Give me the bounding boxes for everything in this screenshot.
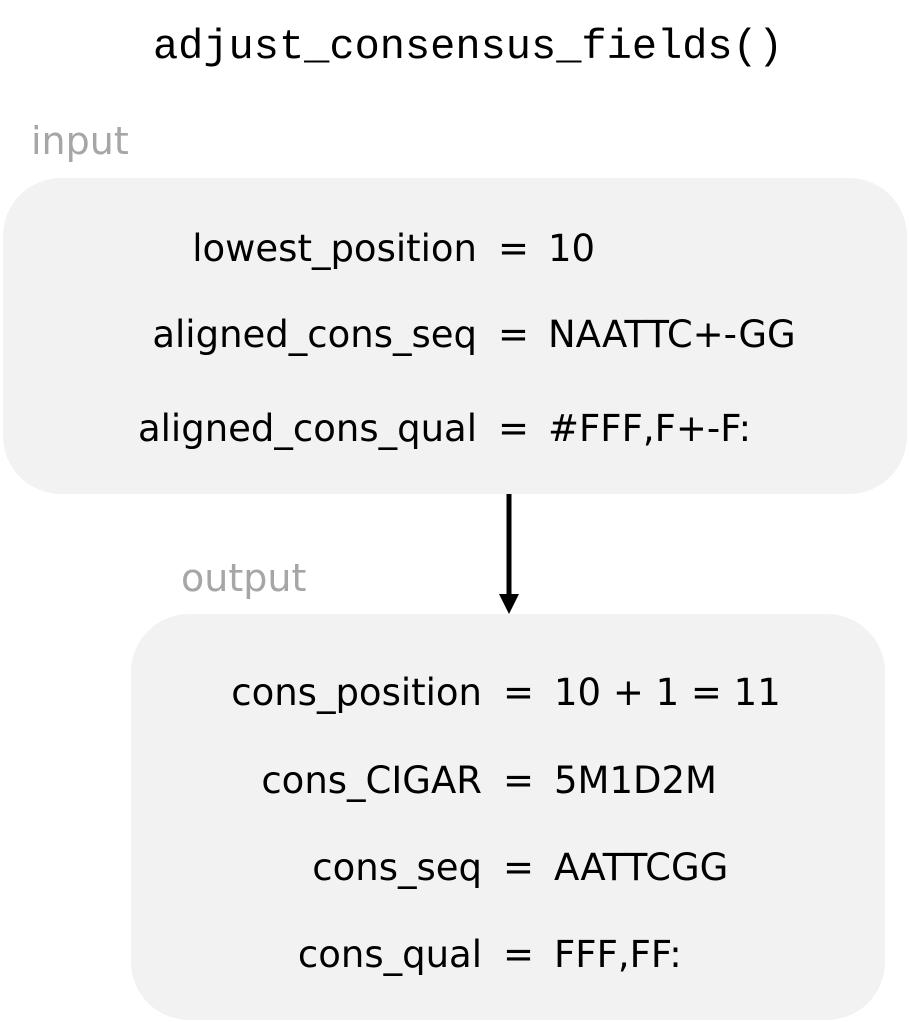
- field-name: cons_seq: [312, 846, 482, 889]
- arrow-head: [499, 594, 519, 614]
- equals-sign: =: [503, 846, 535, 889]
- field-value: 10: [548, 227, 596, 270]
- input-panel: lowest_position = 10 aligned_cons_seq = …: [3, 178, 907, 494]
- flow-arrow: [499, 494, 519, 614]
- function-title: adjust_consensus_fields(): [152, 23, 784, 71]
- field-value: NAATTC+-GG: [548, 313, 796, 356]
- input-row-lowest-position: lowest_position = 10: [3, 224, 907, 274]
- equals-sign: =: [503, 671, 535, 714]
- field-name: cons_qual: [297, 933, 482, 976]
- equals-sign: =: [498, 227, 530, 270]
- output-section-label: output: [181, 556, 307, 600]
- equals-sign: =: [503, 933, 535, 976]
- input-section-label: input: [31, 119, 129, 163]
- input-row-aligned-cons-seq: aligned_cons_seq = NAATTC+-GG: [3, 310, 907, 360]
- field-value: FFF,FF:: [554, 933, 682, 976]
- equals-sign: =: [498, 407, 530, 450]
- field-value: 5M1D2M: [554, 759, 717, 802]
- field-value: AATTCGG: [554, 846, 729, 889]
- output-row-cons-qual: cons_qual = FFF,FF:: [131, 930, 885, 980]
- field-value: #FFF,F+-F:: [548, 407, 752, 450]
- output-row-cons-cigar: cons_CIGAR = 5M1D2M: [131, 756, 885, 806]
- field-name: aligned_cons_qual: [137, 407, 477, 450]
- field-name: cons_CIGAR: [261, 759, 482, 802]
- input-row-aligned-cons-qual: aligned_cons_qual = #FFF,F+-F:: [3, 404, 907, 454]
- field-value: 10 + 1 = 11: [554, 671, 781, 714]
- equals-sign: =: [498, 313, 530, 356]
- field-name: aligned_cons_seq: [152, 313, 477, 356]
- output-panel: cons_position = 10 + 1 = 11 cons_CIGAR =…: [131, 614, 885, 1020]
- equals-sign: =: [503, 759, 535, 802]
- field-name: lowest_position: [192, 227, 477, 270]
- output-row-cons-seq: cons_seq = AATTCGG: [131, 843, 885, 893]
- output-row-cons-position: cons_position = 10 + 1 = 11: [131, 668, 885, 718]
- field-name: cons_position: [231, 671, 482, 714]
